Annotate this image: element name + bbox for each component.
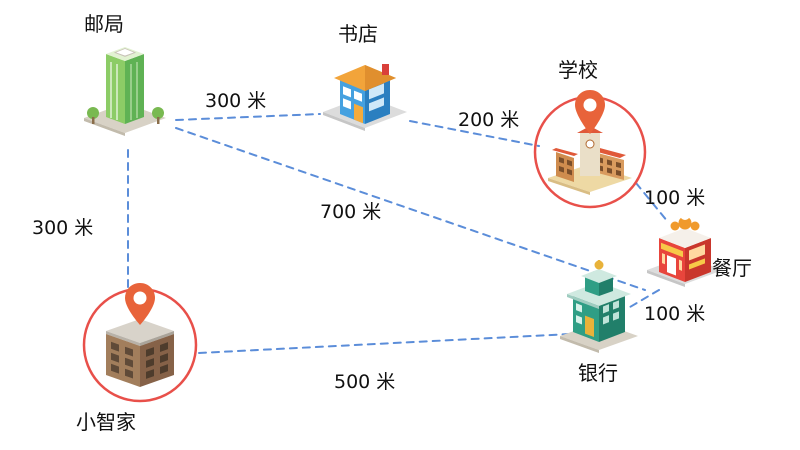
node-label-bank: 银行 <box>578 361 618 385</box>
restaurant-building-icon <box>647 210 723 287</box>
school-location-pin-icon <box>575 90 605 134</box>
edge-label-bookstore-school: 200 米 <box>458 109 520 131</box>
clock-icon <box>585 139 595 149</box>
node-label-school: 学校 <box>558 58 598 82</box>
bank-building-icon <box>560 260 638 353</box>
node-label-restaurant: 餐厅 <box>712 256 752 280</box>
node-label-post-office: 邮局 <box>84 12 124 36</box>
node-label-bookstore: 书店 <box>338 22 378 46</box>
chef-hat-icon <box>680 210 690 220</box>
post-office-building-icon <box>84 47 166 136</box>
tree-icon <box>152 107 164 119</box>
edge-label-post-bookstore: 300 米 <box>205 90 267 112</box>
edge-label-post-restaurant: 700 米 <box>320 201 382 223</box>
edge-school-restaurant <box>635 182 669 223</box>
home-building-icon <box>82 283 198 403</box>
edge-label-school-restaurant: 100 米 <box>644 187 706 209</box>
bookstore-building-icon <box>323 64 407 131</box>
edge-label-post-home: 300 米 <box>32 217 94 239</box>
red-book-icon <box>382 64 389 75</box>
tree-icon <box>87 107 99 119</box>
edge-home-bank <box>198 332 591 354</box>
edge-post-office-restaurant <box>175 127 646 291</box>
node-label-home: 小智家 <box>76 410 136 434</box>
edge-label-restaurant-bank: 100 米 <box>644 303 706 325</box>
school-building-icon <box>533 90 647 209</box>
edge-bookstore-school <box>409 120 540 147</box>
edge-label-home-bank: 500 米 <box>334 371 396 393</box>
chef-icon <box>678 216 692 230</box>
edge-post-office-bookstore <box>175 113 321 121</box>
edge-restaurant-bank <box>629 289 660 308</box>
gold-finial-icon <box>594 260 604 270</box>
